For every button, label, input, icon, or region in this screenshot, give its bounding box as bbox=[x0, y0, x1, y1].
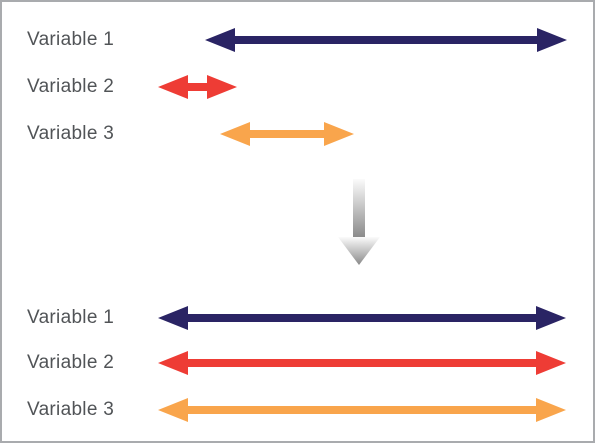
double-arrow-icon bbox=[220, 122, 354, 146]
down-arrow-icon bbox=[338, 179, 380, 265]
double-arrow-icon bbox=[158, 398, 566, 422]
double-arrow-icon bbox=[158, 75, 237, 99]
variable-label: Variable 2 bbox=[27, 352, 115, 373]
variable-label: Variable 1 bbox=[27, 307, 115, 328]
double-arrow-icon bbox=[205, 28, 567, 52]
double-arrow-icon bbox=[158, 306, 566, 330]
variable-label: Variable 1 bbox=[27, 29, 115, 50]
variable-label: Variable 3 bbox=[27, 123, 115, 144]
variable-label: Variable 2 bbox=[27, 76, 115, 97]
double-arrow-icon bbox=[158, 351, 566, 375]
variable-label: Variable 3 bbox=[27, 399, 115, 420]
